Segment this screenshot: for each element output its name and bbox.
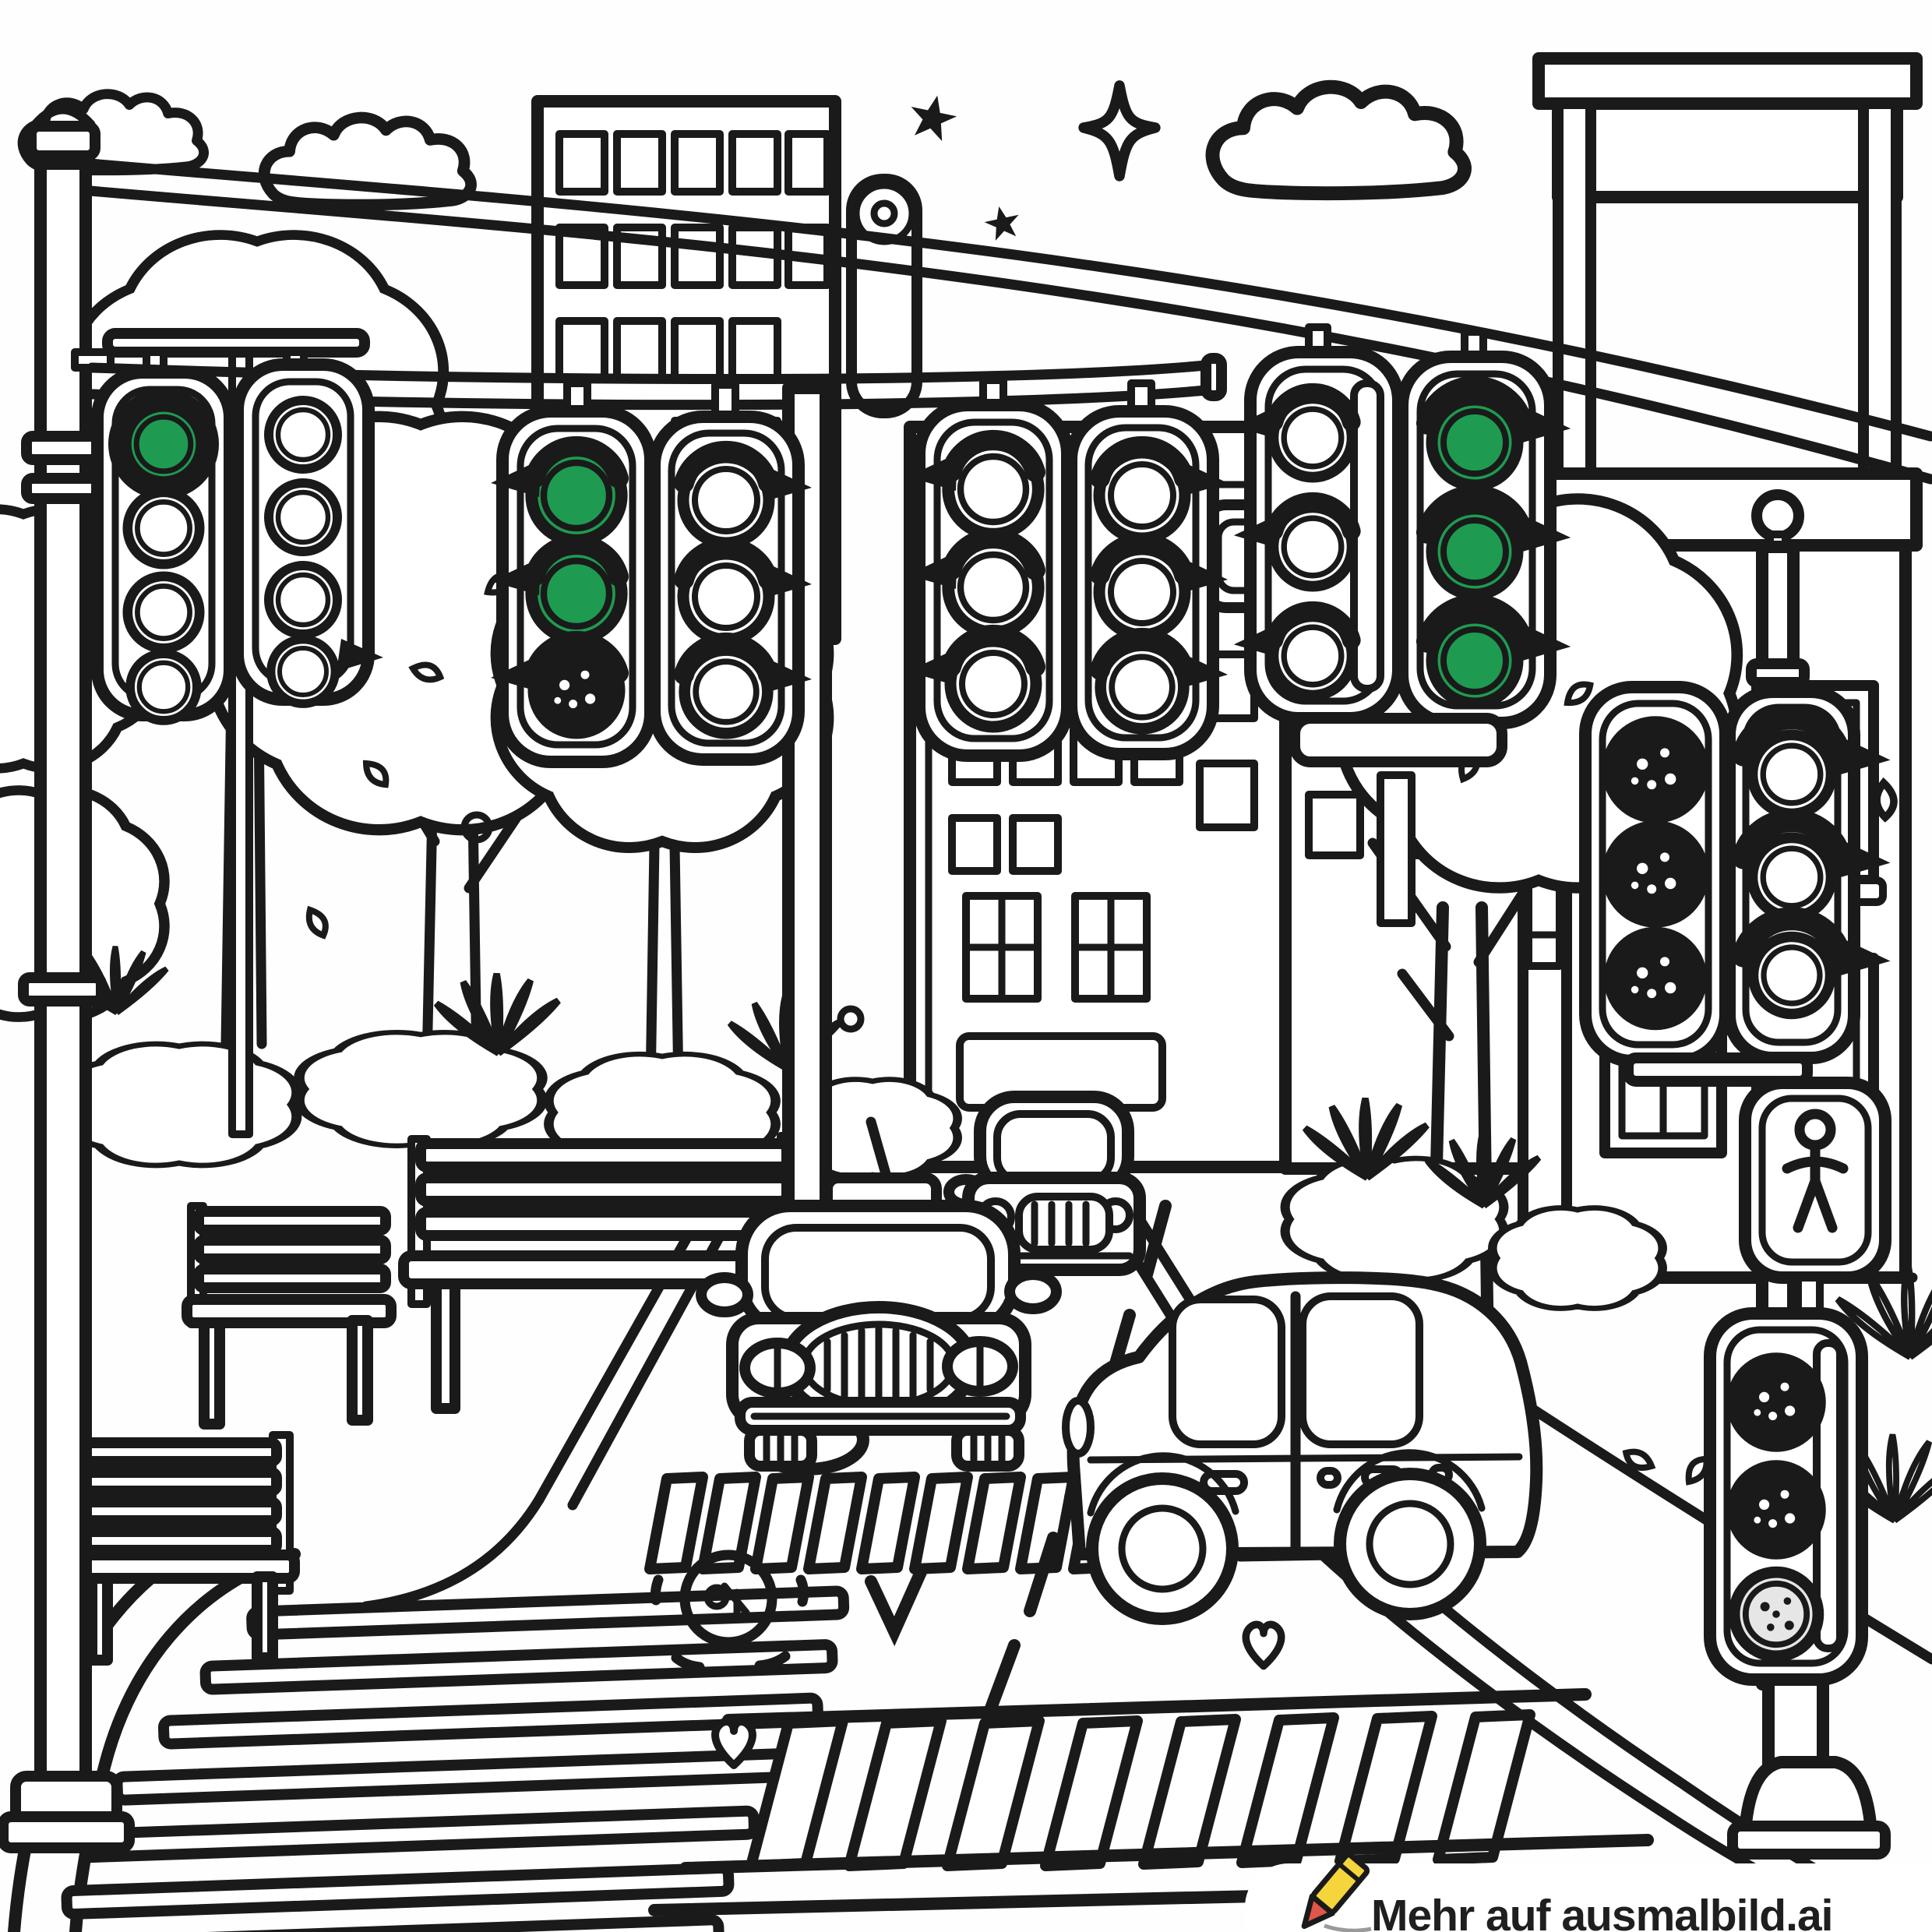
traffic-light-hanging-center-pair — [908, 399, 1228, 762]
traffic-light-lamp — [128, 576, 199, 648]
check-doodle — [865, 1566, 927, 1647]
traffic-light-lamp — [1752, 735, 1831, 813]
traffic-light-right-lower — [1704, 1307, 1891, 1860]
traffic-light-lamp — [130, 654, 197, 721]
car-window — [1169, 1296, 1285, 1448]
traffic-light-lamp — [269, 566, 337, 634]
pencil-scribble — [1324, 1923, 1372, 1932]
overhead-cables — [40, 154, 1932, 485]
traffic-light-left-pole-pair — [91, 358, 383, 721]
traffic-light-lamp — [1733, 1466, 1820, 1553]
traffic-light-lamp — [1610, 933, 1701, 1024]
doodles — [650, 1549, 1281, 1765]
door-handle — [1317, 1467, 1341, 1489]
cornice-band — [1552, 97, 1903, 203]
traffic-light-lamp — [1609, 723, 1703, 817]
watermark-pill — [1245, 1863, 1932, 1932]
traffic-light-right-pole-pair — [1579, 681, 1891, 1087]
traffic-light-lamp — [271, 640, 336, 704]
car-side — [1062, 1271, 1543, 1625]
traffic-light-hanging-west-pair — [491, 405, 812, 768]
headlight — [1062, 1397, 1095, 1458]
bench — [182, 1202, 397, 1430]
roof-slab — [1532, 52, 1923, 110]
taxi — [696, 1116, 1062, 1472]
wheel — [1086, 1472, 1239, 1625]
traffic-light-lamp — [126, 407, 201, 481]
watermark: Mehr auf ausmalbild.ai — [1245, 1852, 1932, 1932]
traffic-light-lamp — [269, 400, 337, 469]
traffic-light-lamp — [1754, 937, 1831, 1014]
traffic-light-base-plate — [1289, 713, 1507, 767]
traffic-light-lamp — [1733, 1359, 1820, 1446]
walking-person-icon — [1782, 1109, 1849, 1233]
wheel — [1334, 1468, 1486, 1620]
traffic-light-lamp — [1609, 827, 1703, 922]
car-window — [1299, 1292, 1423, 1448]
pole-base — [1727, 1673, 1891, 1860]
grille-bars — [823, 1325, 934, 1405]
watermark-text: Mehr auf ausmalbild.ai — [1371, 1891, 1832, 1932]
side-mirror — [696, 1272, 753, 1317]
street-pole-left — [0, 104, 135, 1853]
side-mirror — [1004, 1269, 1062, 1314]
pencil-icon — [1301, 1852, 1370, 1930]
traffic-light-lamp — [1752, 837, 1831, 916]
park-benches — [66, 1132, 810, 1666]
traffic-light-lamp — [128, 492, 199, 564]
traffic-light-hanging-east-pair — [1234, 346, 1571, 767]
bench — [66, 1431, 300, 1666]
traffic-light-lamp — [269, 483, 337, 552]
roundabout-doodle — [650, 1549, 809, 1673]
pole — [1377, 771, 1416, 927]
